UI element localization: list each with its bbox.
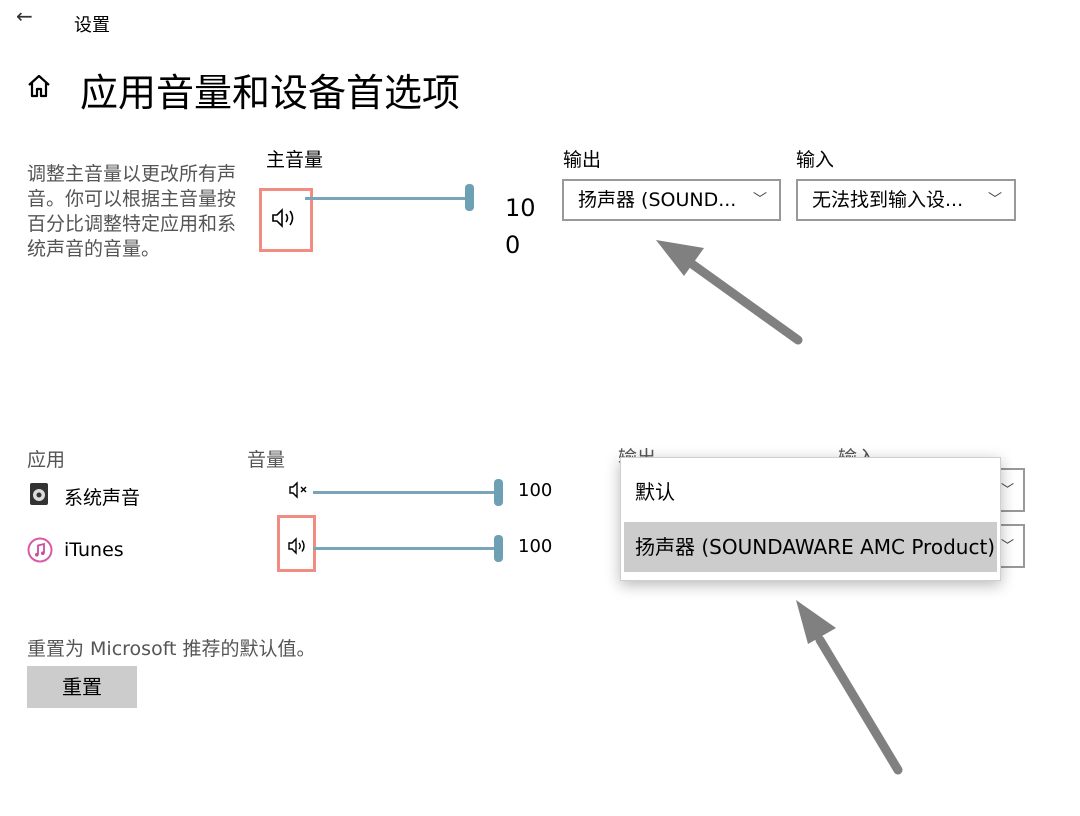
output-dropdown-menu: 默认 扬声器 (SOUNDAWARE AMC Product) <box>620 457 1001 581</box>
window-title: 设置 <box>74 15 110 36</box>
itunes-icon <box>27 537 53 567</box>
input-device-selected: 无法找到输入设... <box>812 189 964 211</box>
annotation-arrow-up <box>796 600 903 775</box>
app-volume-slider-thumb[interactable] <box>494 479 503 506</box>
app-volume-value: 100 <box>518 480 553 501</box>
app-name-itunes: iTunes <box>64 539 124 561</box>
speaker-muted-icon[interactable] <box>288 481 310 503</box>
home-icon[interactable] <box>25 72 53 104</box>
speaker-icon[interactable] <box>287 536 311 560</box>
menu-item-speaker[interactable]: 扬声器 (SOUNDAWARE AMC Product) <box>624 522 997 572</box>
chevron-down-icon: ﹀ <box>753 192 767 208</box>
app-name-system-sounds: 系统声音 <box>64 487 141 509</box>
master-volume-description: 调整主音量以更改所有声音。你可以根据主音量按百分比调整特定应用和系统声音的音量。 <box>27 163 237 260</box>
master-volume-value: 100 <box>505 194 536 259</box>
master-volume-label: 主音量 <box>266 149 324 171</box>
page-title: 应用音量和设备首选项 <box>80 71 461 115</box>
output-device-selected: 扬声器 (SOUND... <box>578 189 737 211</box>
speaker-icon[interactable] <box>270 206 300 234</box>
app-volume-value: 100 <box>518 536 553 557</box>
output-device-dropdown[interactable]: 扬声器 (SOUND... ﹀ <box>562 179 781 221</box>
system-sounds-icon <box>28 482 50 510</box>
highlight-box <box>277 515 316 572</box>
chevron-down-icon: ﹀ <box>1001 483 1015 498</box>
app-input-dropdown[interactable]: ﹀ <box>997 468 1025 512</box>
app-volume-slider-thumb[interactable] <box>494 535 503 562</box>
menu-item-default[interactable]: 默认 <box>635 480 675 504</box>
app-volume-slider-track[interactable] <box>313 547 499 550</box>
back-arrow-icon[interactable]: ← <box>16 4 33 28</box>
input-label: 输入 <box>796 149 835 171</box>
master-volume-slider-track[interactable] <box>305 197 470 200</box>
input-device-dropdown[interactable]: 无法找到输入设... ﹀ <box>796 179 1016 221</box>
app-input-dropdown[interactable]: ﹀ <box>997 524 1025 568</box>
chevron-down-icon: ﹀ <box>988 192 1002 208</box>
chevron-down-icon: ﹀ <box>1001 539 1015 554</box>
output-label: 输出 <box>563 149 602 171</box>
reset-button[interactable]: 重置 <box>27 666 137 708</box>
annotation-arrow-up-left <box>656 240 803 345</box>
highlight-box <box>259 188 313 252</box>
volume-column-header: 音量 <box>247 449 286 471</box>
master-volume-slider-thumb[interactable] <box>465 184 474 211</box>
app-volume-slider-track[interactable] <box>313 491 499 494</box>
reset-description: 重置为 Microsoft 推荐的默认值。 <box>27 638 316 660</box>
apps-column-header: 应用 <box>27 449 66 471</box>
